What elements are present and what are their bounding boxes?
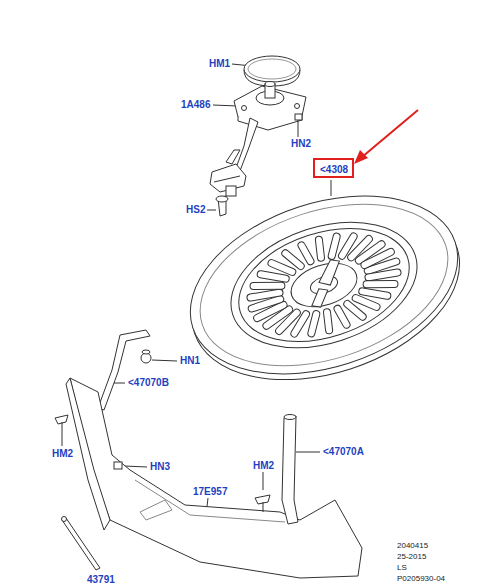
cap-hm1 [244, 56, 300, 86]
wheel-slots [324, 312, 333, 330]
red-arrow [362, 110, 418, 157]
winch-1a486 [214, 176, 240, 182]
leader-lines [296, 452, 320, 453]
bracket-47070b [142, 350, 150, 354]
wheel-slots [238, 219, 410, 351]
winch-1a486 [226, 150, 240, 164]
winch-1a486 [216, 196, 228, 202]
leader-lines [152, 360, 177, 361]
screw-hn2 [295, 114, 302, 126]
part-callout: HN3 [150, 462, 170, 472]
wheel-slots [301, 244, 310, 262]
tube-47070a [282, 415, 298, 525]
wheel-slots [285, 250, 300, 269]
wheel-slots [338, 308, 347, 326]
screw-hn2 [295, 114, 302, 120]
part-callout: HM2 [253, 461, 274, 471]
leader-lines [62, 428, 63, 446]
part-callout: 1A486 [181, 100, 210, 110]
part-callout: <4308 [320, 165, 348, 175]
tray-17e957 [66, 378, 362, 578]
red-arrow [354, 110, 418, 164]
winch-1a486 [265, 82, 275, 87]
leader-lines [207, 210, 216, 211]
spare-wheel [167, 164, 480, 405]
part-callout: HS2 [186, 205, 205, 215]
spare-wheel [179, 175, 468, 395]
wheel-slots [315, 240, 324, 258]
spare-wheel [313, 257, 345, 288]
wheel-slots [250, 289, 279, 302]
cap-hm1 [248, 59, 296, 79]
drawing-reference: P0205930-04 [397, 575, 445, 583]
tray-17e957 [70, 378, 362, 578]
bracket-47070b [98, 330, 150, 410]
tray-17e957 [140, 500, 172, 520]
rod-43791 [62, 518, 100, 570]
screws [55, 415, 270, 512]
wheel-slots [347, 301, 362, 320]
part-callout: 43791 [87, 575, 115, 585]
wheel-slots [368, 268, 397, 281]
leader-lines [298, 126, 299, 137]
bracket-47070b [98, 330, 151, 410]
screws [263, 502, 264, 512]
drawing-reference: 2040415 [397, 542, 428, 550]
wheel-slots [324, 312, 333, 330]
leader-lines [331, 180, 332, 196]
wheel-slots [338, 308, 347, 326]
part-callout: <47070A [323, 447, 364, 457]
spare-wheel [224, 208, 424, 361]
wheel-slots [368, 268, 397, 281]
red-arrow [354, 150, 368, 164]
wheel-slots [285, 250, 300, 269]
spare-wheel [167, 164, 482, 411]
winch-1a486 [242, 106, 247, 111]
highlight-box: <4308 [313, 158, 354, 178]
rod-43791 [62, 517, 67, 522]
screws [62, 422, 63, 428]
part-callout: <47070B [128, 378, 169, 388]
part-callout: 17E957 [193, 487, 227, 497]
wheel-slots [250, 289, 279, 302]
drawing-reference: LS [397, 564, 407, 572]
part-callout: HN2 [291, 139, 311, 149]
leader-lines [124, 466, 147, 467]
wheel-slots [315, 240, 324, 258]
tube-47070a [284, 415, 296, 420]
screws [114, 462, 122, 469]
cap-hm1 [244, 56, 300, 82]
wheel-slots [363, 252, 392, 265]
tube-47070a [282, 416, 298, 524]
part-callout: HN1 [180, 356, 200, 366]
part-callout: HM1 [209, 59, 230, 69]
spare-wheel [285, 255, 362, 314]
screw-hn2 [298, 120, 299, 126]
part-callout: HM2 [52, 449, 73, 459]
spare-wheel [307, 286, 332, 309]
leader-lines [213, 105, 238, 106]
winch-1a486 [295, 104, 300, 109]
tray-17e957 [135, 480, 285, 522]
drawing-reference: 25-2015 [397, 553, 426, 561]
rod-43791 [62, 517, 101, 571]
leader-lines [263, 472, 264, 490]
spare-wheel [215, 200, 433, 370]
winch-1a486 [226, 186, 236, 196]
wheel-slots [347, 301, 362, 320]
wheel-slots [301, 244, 310, 262]
wheel-slots [363, 252, 392, 265]
